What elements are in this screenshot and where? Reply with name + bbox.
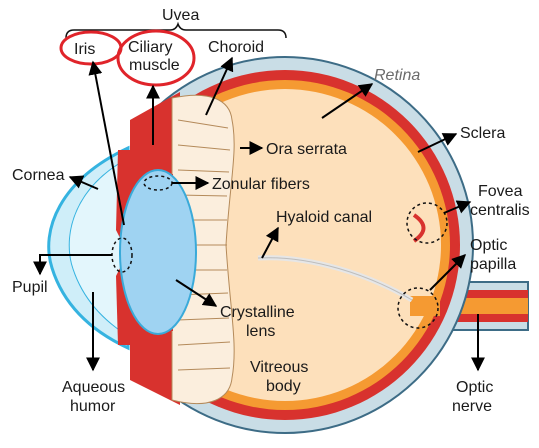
- label-optic-papilla-line2: papilla: [470, 256, 516, 273]
- label-ciliary-line1: Ciliary: [128, 39, 172, 56]
- label-aqueous-line2: humor: [70, 398, 116, 415]
- crystalline-lens: [120, 170, 196, 334]
- label-iris: Iris: [74, 41, 95, 58]
- label-hyaloid-canal: Hyaloid canal: [276, 209, 372, 226]
- label-uvea: Uvea: [162, 7, 199, 24]
- label-fovea-line1: Fovea: [478, 183, 523, 200]
- label-ciliary-line2: muscle: [129, 57, 180, 74]
- label-fovea-line2: centralis: [470, 202, 530, 219]
- label-ora-serrata: Ora serrata: [266, 141, 347, 158]
- label-optic-papilla-line1: Optic: [470, 237, 507, 254]
- label-choroid: Choroid: [208, 39, 264, 56]
- label-vitreous-line2: body: [266, 378, 301, 395]
- label-optic-nerve-line2: nerve: [452, 398, 492, 415]
- label-crystalline-line1: Crystalline: [220, 304, 295, 321]
- label-aqueous-line1: Aqueous: [62, 379, 125, 396]
- label-cornea: Cornea: [12, 167, 65, 184]
- label-vitreous-line1: Vitreous: [250, 359, 308, 376]
- label-crystalline-line2: lens: [246, 323, 275, 340]
- label-retina: Retina: [374, 67, 420, 84]
- label-optic-nerve-line1: Optic: [456, 379, 493, 396]
- label-pupil: Pupil: [12, 279, 48, 296]
- label-sclera: Sclera: [460, 125, 505, 142]
- label-zonular-fibers: Zonular fibers: [212, 176, 310, 193]
